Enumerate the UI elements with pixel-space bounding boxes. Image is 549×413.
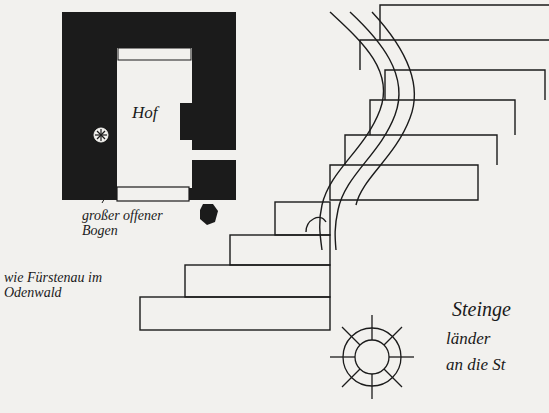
handwritten-note: länder [446,330,490,349]
tower [200,204,218,225]
handwritten-note: wie Fürstenau im Odenwald [4,270,116,301]
newel-symbol [330,315,414,399]
handwritten-note: Steinge [452,298,511,320]
handwritten-note: an die St [446,356,506,375]
leader [102,196,106,203]
stair-symbol [94,128,108,142]
staircase [140,5,549,330]
floor-plan [62,12,236,200]
handwritten-note: großer offener Bogen [82,208,164,239]
courtyard-top [118,48,191,60]
room-label: Hof [132,104,158,123]
arch [117,187,189,201]
